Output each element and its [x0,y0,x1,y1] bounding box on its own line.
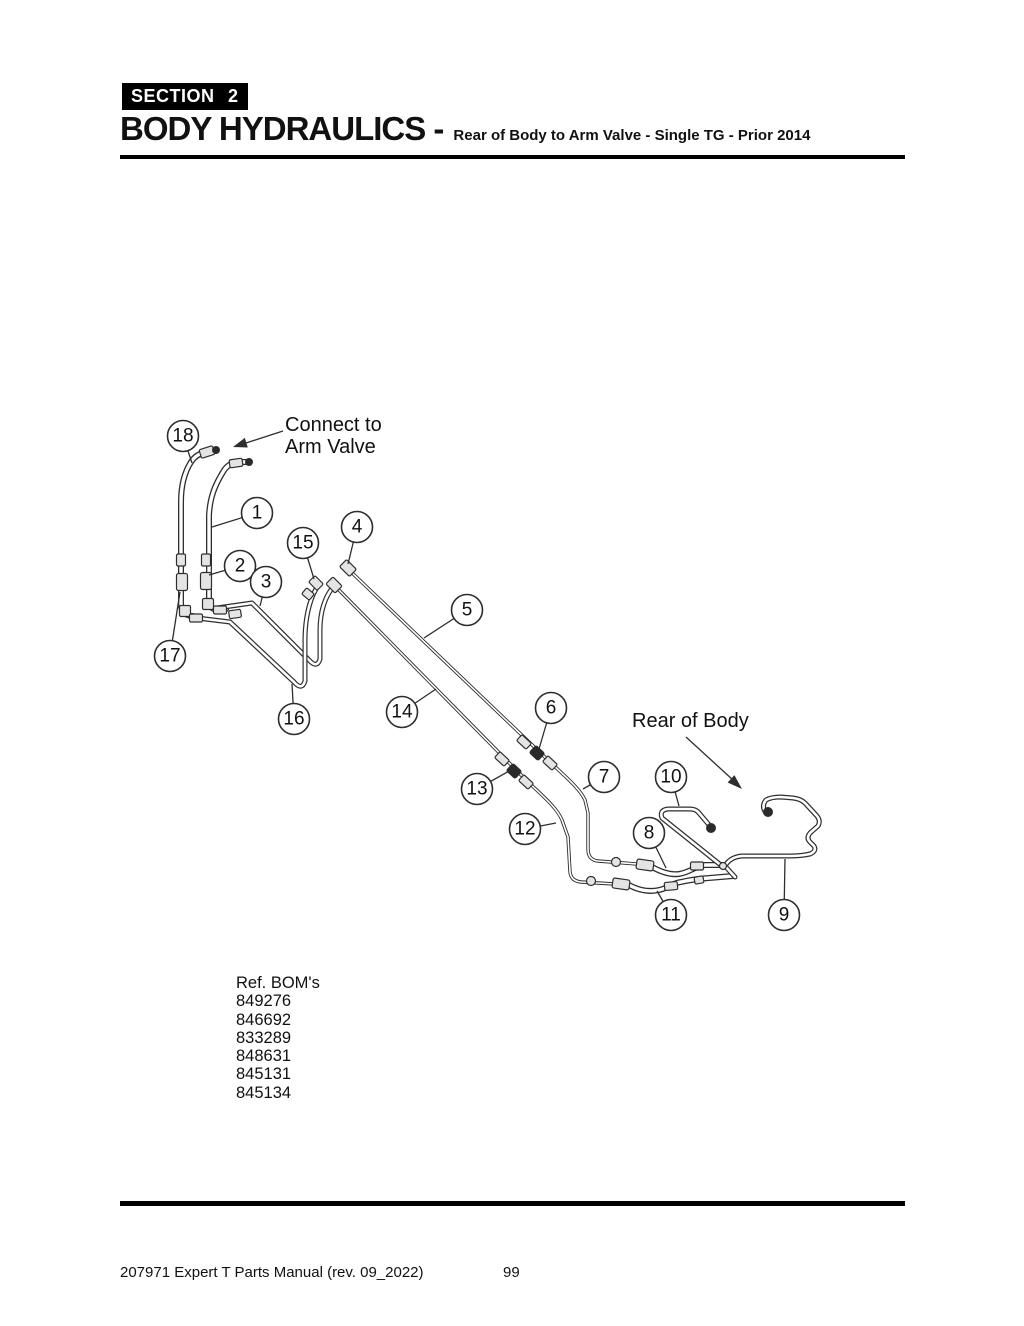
callout-17: 17 [153,591,187,673]
callout-7: 7 [582,760,621,794]
tube-10 [661,809,722,866]
bom-number: 849276 [236,992,292,1011]
svg-text:5: 5 [462,600,473,621]
bom-list: Ref. BOM's 849276 846692 833289 848631 8… [236,974,320,1102]
connect-arm-valve-label-line2: Arm Valve [285,436,376,458]
page-subtitle: Rear of Body to Arm Valve - Single TG - … [453,127,811,144]
bom-number: 845134 [236,1083,292,1102]
callout-11: 11 [654,890,688,932]
page-header: BODY HYDRAULICS - Rear of Body to Arm Va… [120,110,920,148]
bom-number: 833289 [236,1028,292,1047]
callout-18: 18 [166,419,200,464]
svg-text:7: 7 [599,767,610,788]
hose-8 [652,865,722,874]
callout-12: 12 [508,812,557,846]
svg-text:2: 2 [235,556,246,577]
callout-13: 13 [460,769,512,806]
callout-9: 9 [767,858,801,932]
rear-of-body-arrow [685,736,742,789]
tube-16 [197,589,316,686]
rear-of-body-label: Rear of Body [632,710,749,732]
callout-16: 16 [277,683,311,736]
footer-text: 207971 Expert T Parts Manual (rev. 09_20… [120,1264,424,1281]
footer-rule [120,1201,905,1206]
hose-11 [629,876,733,891]
tube-14-12 [333,584,617,886]
callout-4: 4 [340,510,374,565]
svg-text:3: 3 [261,572,272,593]
page-title: BODY HYDRAULICS - [120,110,444,147]
svg-text:4: 4 [352,517,363,538]
bom-number: 845131 [236,1065,292,1084]
svg-text:1: 1 [252,503,263,524]
svg-text:17: 17 [159,646,180,667]
section-badge: SECTION 2 [122,83,248,110]
svg-text:6: 6 [546,698,557,719]
header-rule [120,155,905,159]
svg-text:16: 16 [283,709,304,730]
connect-arm-valve-arrow [233,430,284,448]
tube-9 [725,797,819,877]
svg-text:11: 11 [661,905,681,926]
callout-8: 8 [632,816,667,869]
svg-text:13: 13 [466,779,487,800]
callout-3: 3 [249,565,283,607]
fittings [175,445,773,892]
callout-15: 15 [286,526,320,580]
svg-text:9: 9 [779,905,790,926]
svg-text:14: 14 [391,702,413,723]
svg-text:18: 18 [172,426,193,447]
callout-2: 2 [208,549,257,583]
page-number: 99 [503,1264,520,1281]
hose-1 [209,462,247,610]
connect-arm-valve-label-line1: Connect to [285,414,382,436]
callout-14: 14 [385,688,437,729]
callout-10: 10 [654,760,688,807]
bom-number: 846692 [236,1010,292,1029]
svg-text:15: 15 [292,533,313,554]
callout-5: 5 [423,593,484,639]
svg-text:12: 12 [514,819,535,840]
bom-title: Ref. BOM's [236,974,320,992]
callout-1: 1 [211,496,274,530]
callout-6: 6 [534,691,568,750]
svg-text:10: 10 [660,767,681,788]
bom-number: 848631 [236,1047,292,1066]
svg-text:8: 8 [644,823,655,844]
